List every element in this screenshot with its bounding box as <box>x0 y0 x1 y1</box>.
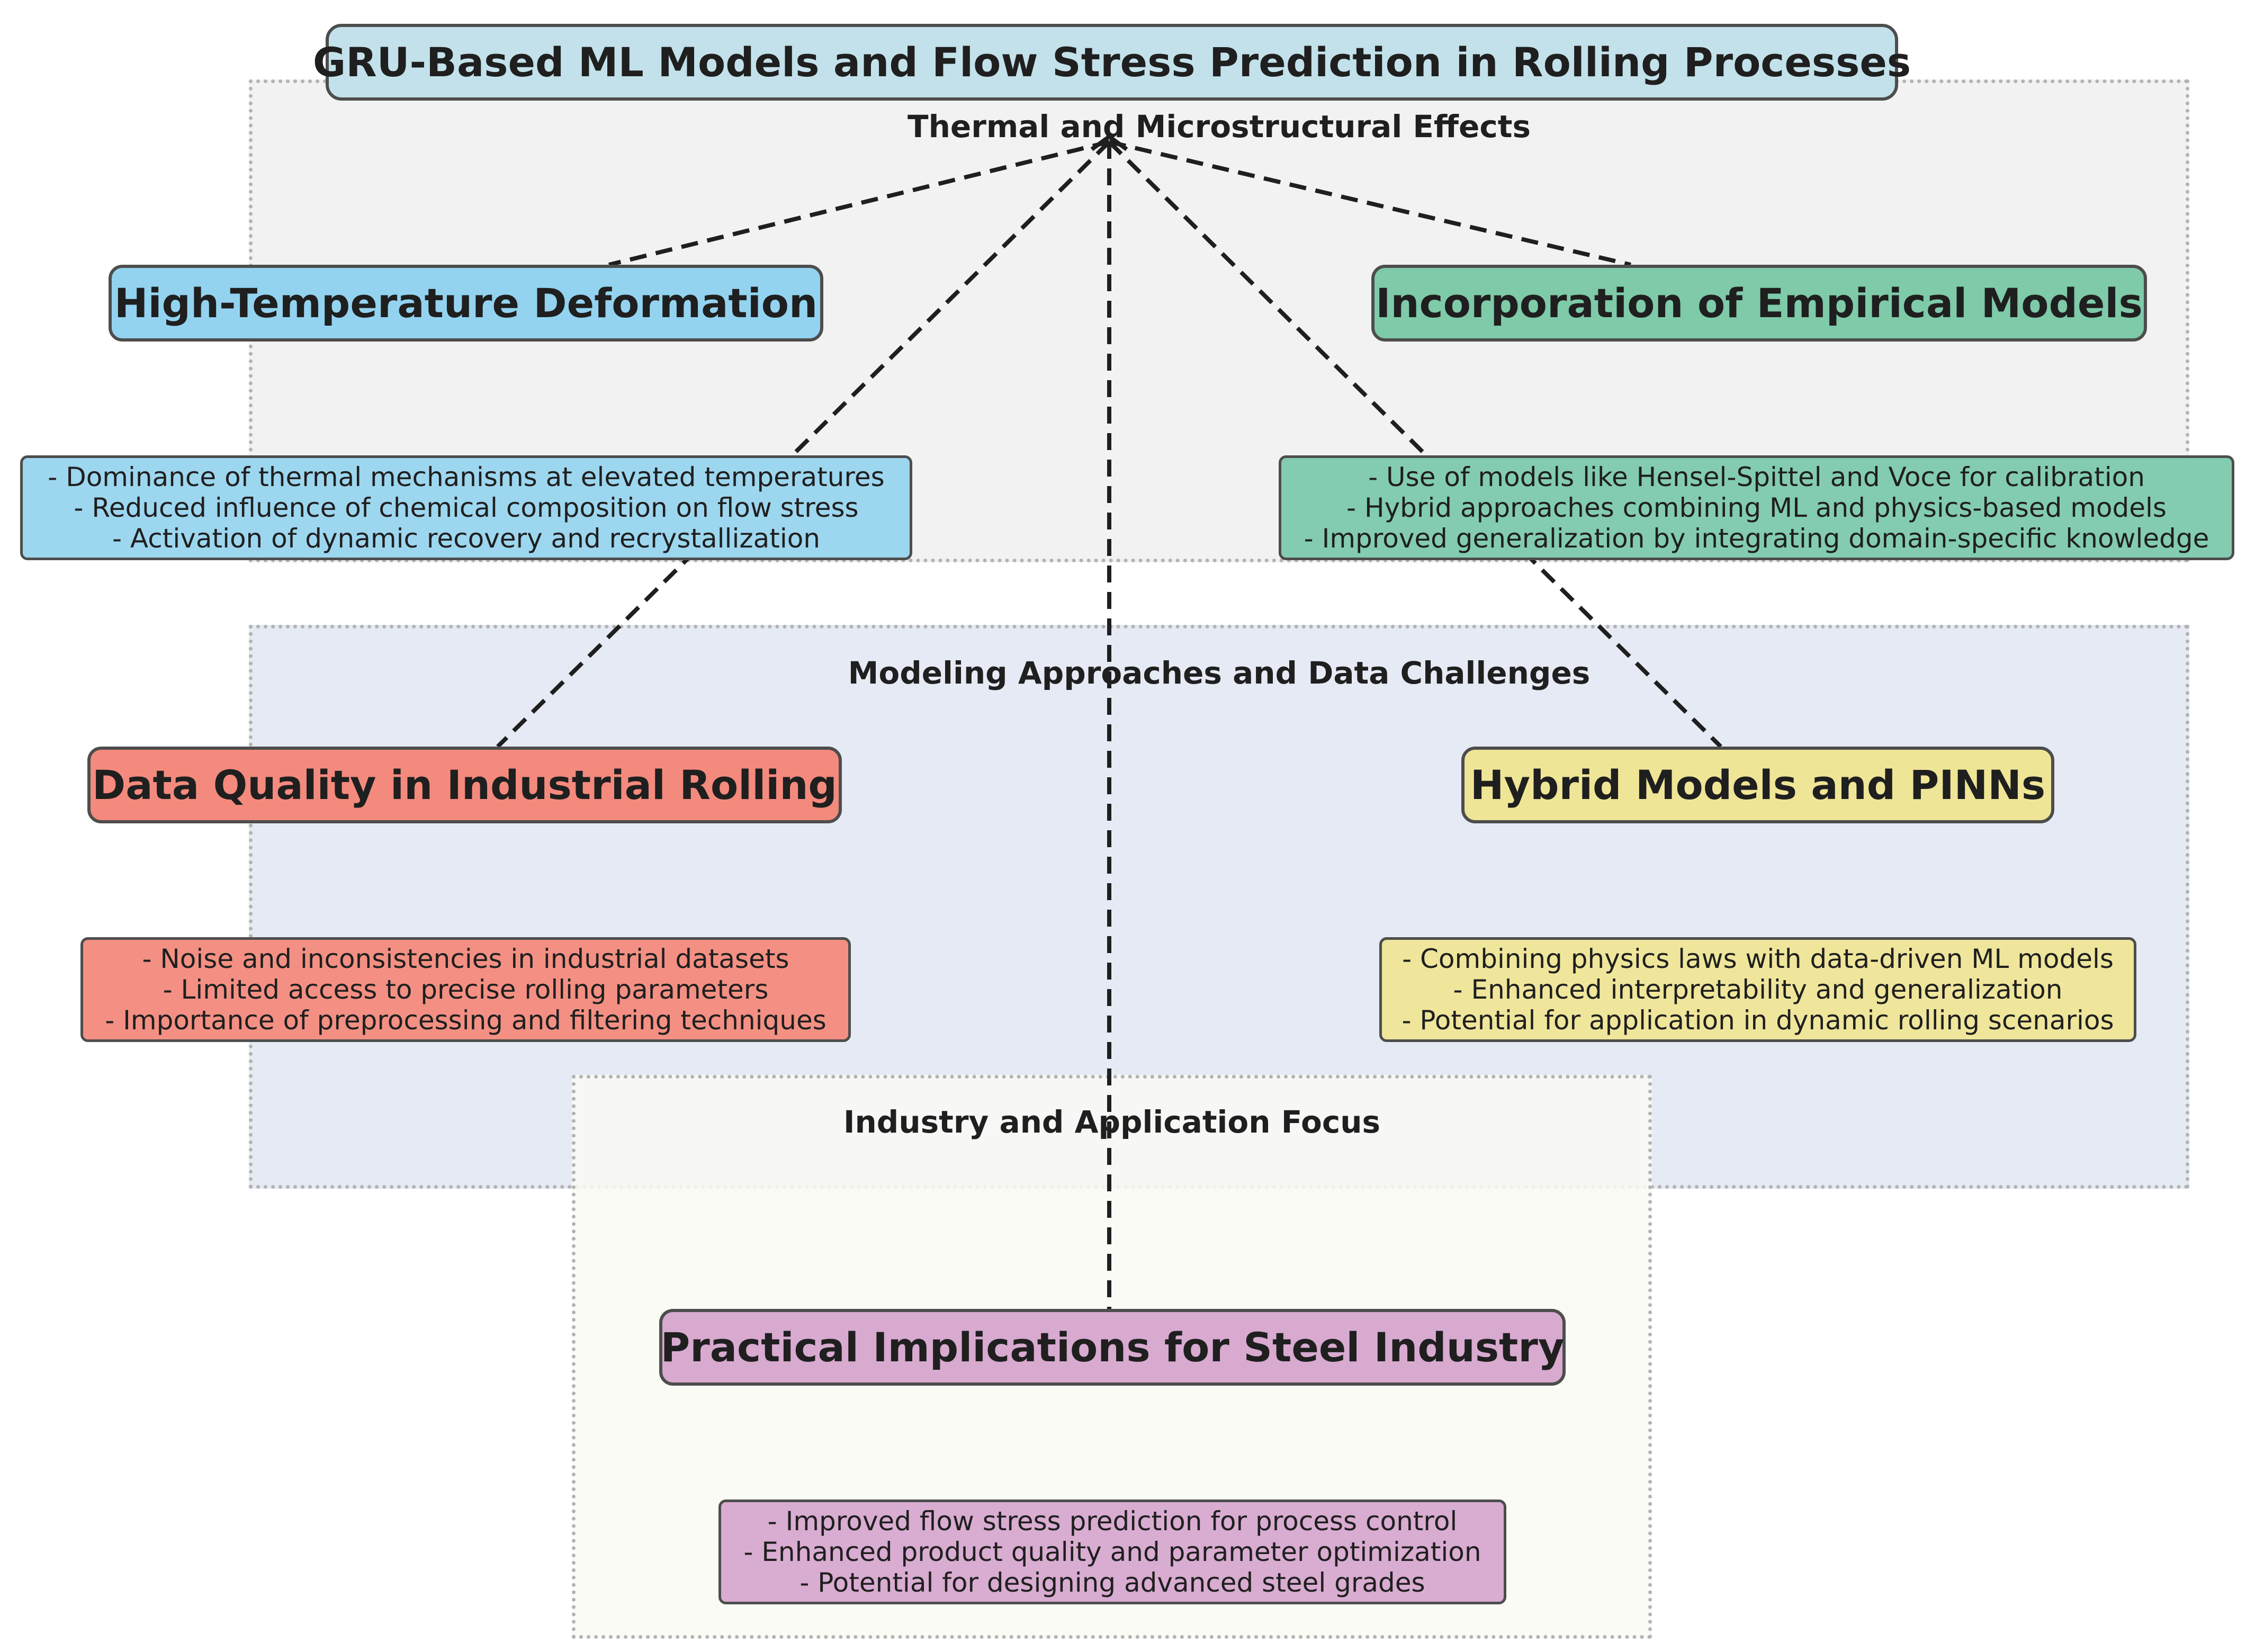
node-empirical-title: Incorporation of Empirical Models <box>1376 280 2143 327</box>
detail-data-quality: - Noise and inconsistencies in industria… <box>80 937 851 1042</box>
detail-line: - Importance of preprocessing and filter… <box>105 1005 826 1036</box>
node-high-temp: High-Temperature Deformation <box>109 265 823 342</box>
detail-line: - Noise and inconsistencies in industria… <box>142 944 789 974</box>
group-industry-title: Industry and Application Focus <box>843 1104 1381 1140</box>
diagram-title-text: GRU-Based ML Models and Flow Stress Pred… <box>312 39 1911 86</box>
detail-line: - Enhanced interpretability and generali… <box>1453 974 2063 1005</box>
edge-to-empirical <box>1109 140 1631 267</box>
node-high-temp-title: High-Temperature Deformation <box>114 280 818 327</box>
edge-to-high-temp <box>608 140 1110 267</box>
node-hybrid: Hybrid Models and PINNs <box>1461 747 2054 823</box>
detail-line: - Potential for designing advanced steel… <box>799 1567 1425 1598</box>
node-practical: Practical Implications for Steel Industr… <box>659 1309 1566 1386</box>
group-modeling-title: Modeling Approaches and Data Challenges <box>848 655 1591 691</box>
edge-to-hybrid <box>1108 140 1722 748</box>
node-hybrid-title: Hybrid Models and PINNs <box>1470 761 2046 809</box>
arrow-head-icon <box>1090 134 1128 151</box>
edge-to-data-quality <box>496 140 1111 748</box>
diagram-title: GRU-Based ML Models and Flow Stress Pred… <box>313 24 1911 101</box>
detail-line: - Improved flow stress prediction for pr… <box>767 1506 1458 1537</box>
node-practical-title: Practical Implications for Steel Industr… <box>660 1324 1565 1371</box>
detail-line: - Limited access to precise rolling para… <box>163 974 769 1005</box>
detail-line: - Dominance of thermal mechanisms at ele… <box>48 462 885 492</box>
detail-line: - Activation of dynamic recovery and rec… <box>112 523 820 554</box>
detail-high-temp: - Dominance of thermal mechanisms at ele… <box>20 455 912 560</box>
node-data-quality: Data Quality in Industrial Rolling <box>87 747 842 823</box>
detail-line: - Potential for application in dynamic r… <box>1401 1005 2114 1036</box>
group-thermal-title: Thermal and Microstructural Effects <box>908 109 1531 145</box>
detail-empirical: - Use of models like Hensel-Spittel and … <box>1279 455 2234 560</box>
detail-line: - Use of models like Hensel-Spittel and … <box>1368 462 2145 492</box>
detail-line: - Enhanced product quality and parameter… <box>743 1537 1481 1567</box>
detail-line: - Improved generalization by integrating… <box>1304 523 2209 554</box>
detail-hybrid: - Combining physics laws with data-drive… <box>1379 937 2136 1042</box>
detail-line: - Combining physics laws with data-drive… <box>1402 944 2114 974</box>
detail-practical: - Improved flow stress prediction for pr… <box>718 1500 1506 1604</box>
node-data-quality-title: Data Quality in Industrial Rolling <box>92 761 837 809</box>
node-empirical: Incorporation of Empirical Models <box>1371 265 2147 342</box>
detail-line: - Reduced influence of chemical composit… <box>74 492 859 523</box>
detail-line: - Hybrid approaches combining ML and phy… <box>1346 492 2167 523</box>
